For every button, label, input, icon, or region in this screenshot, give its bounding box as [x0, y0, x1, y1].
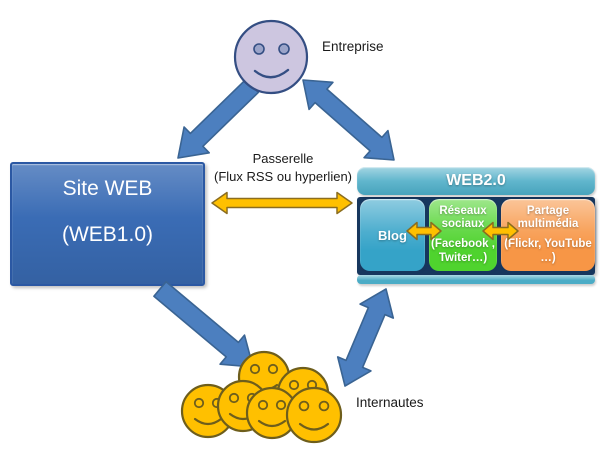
arrow-siteweb-to-internautes-icon: [153, 280, 254, 368]
reseaux-label: Réseaux sociaux: [439, 204, 487, 231]
internaute-smiley-icon: [180, 383, 236, 439]
arrow-web20-internautes-icon: [336, 288, 395, 387]
web20-bottom-bar: [357, 275, 595, 284]
internautes-label: Internautes: [356, 395, 424, 410]
passerelle-title: Passerelle: [252, 151, 314, 166]
internaute-smiley-icon: [285, 386, 343, 444]
entreprise-smiley-icon: [233, 19, 309, 95]
web20-title: WEB2.0: [446, 172, 506, 189]
blog-box: Blog: [360, 199, 425, 271]
reseaux-box: Réseaux sociaux (Facebook , Twiter…): [429, 199, 497, 271]
passerelle-arrow-icon: [211, 191, 353, 215]
passerelle-label: Passerelle (Flux RSS ou hyperlien): [200, 150, 366, 186]
passerelle-subtitle: (Flux RSS ou hyperlien): [214, 169, 352, 184]
entreprise-label: Entreprise: [322, 39, 384, 54]
siteweb-box: Site WEB (WEB1.0): [10, 162, 205, 286]
internaute-smiley-icon: [276, 366, 330, 420]
partage-label: Partage multimédia: [517, 204, 579, 231]
internaute-smiley-icon: [237, 350, 291, 404]
arrow-entreprise-to-siteweb-icon: [177, 78, 260, 159]
blog-label: Blog: [378, 227, 407, 243]
reseaux-sub: (Facebook , Twiter…): [431, 238, 495, 264]
partage-sub: (Flickr, YouTube …): [504, 238, 592, 264]
siteweb-subtitle: (WEB1.0): [61, 223, 153, 246]
partage-box: Partage multimédia (Flickr, YouTube …): [501, 199, 595, 271]
internaute-smiley-icon: [216, 379, 270, 433]
web20-header: WEB2.0: [357, 167, 595, 195]
arrow-entreprise-web20-icon: [302, 79, 395, 161]
siteweb-title: Site WEB: [62, 177, 153, 200]
internaute-smiley-icon: [245, 386, 299, 440]
